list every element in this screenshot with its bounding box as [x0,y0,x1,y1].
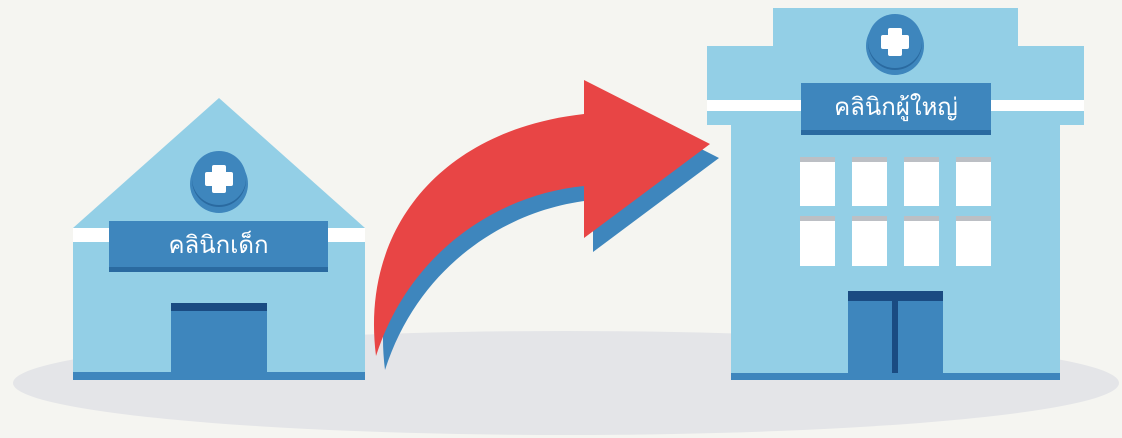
adult-clinic-building [707,8,1084,380]
adult-clinic-door-frame [848,291,943,301]
adult-clinic-sign-trim [801,130,991,135]
children-clinic-sign-label: คลินิกเด็ก [109,221,328,267]
children-clinic-sign-trim [109,267,328,272]
adult-clinic-sign-label: คลินิกผู้ใหญ่ [801,83,991,130]
arrow-front [374,80,710,356]
curved-arrow-icon [374,80,719,370]
children-clinic-door-frame [171,303,267,311]
children-clinic-medical-cross-icon [190,151,248,213]
children-clinic-door [171,311,267,372]
children-clinic-base [73,372,365,380]
adult-clinic-door-split [892,301,898,373]
adult-clinic-base [731,373,1060,380]
